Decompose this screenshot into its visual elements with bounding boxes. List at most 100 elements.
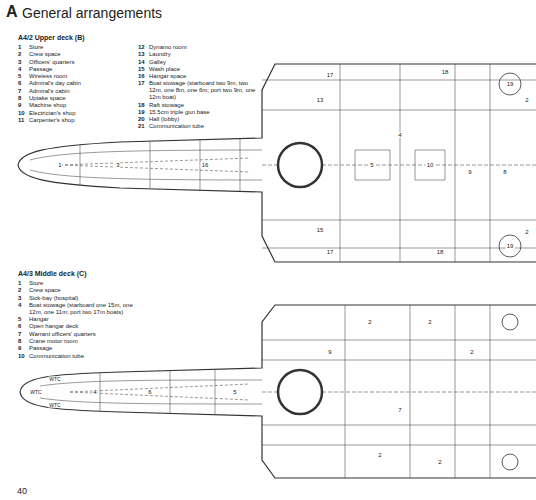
- key-number: 5: [18, 73, 21, 80]
- key-number: 8: [18, 95, 21, 102]
- callout-number: 2: [524, 97, 529, 103]
- callout-number: 5: [369, 162, 374, 168]
- callout-number: 19: [506, 243, 515, 249]
- key-number: 13: [138, 51, 145, 58]
- callout-number: 18: [436, 249, 445, 255]
- key-number: 3: [18, 295, 21, 302]
- key-text: Sick-bay (hospital): [29, 295, 144, 302]
- key-number: 12: [138, 44, 145, 51]
- callout-number: 9: [327, 349, 332, 355]
- section-letter: A: [6, 3, 18, 21]
- callout-number: 8: [502, 169, 507, 175]
- key-text: Store: [29, 44, 117, 51]
- callout-number: 2: [437, 459, 442, 465]
- key-text: Carpenter's shop: [29, 117, 117, 124]
- wtc-label: WTC: [48, 377, 61, 382]
- key-text: Raft stowage: [149, 102, 259, 109]
- key-text: Laundry: [149, 51, 259, 58]
- middle-deck-hull: [20, 305, 536, 478]
- key-text: Communication tube: [29, 353, 144, 360]
- callout-number: 16: [201, 162, 210, 168]
- upper-deck-hull: [18, 64, 536, 262]
- key-number: 6: [18, 323, 21, 330]
- key-number: 20: [138, 116, 145, 123]
- key-text: 15.5cm triple gun base: [149, 109, 259, 116]
- callout-number: 2: [524, 229, 529, 235]
- callout-number: 7: [397, 407, 402, 413]
- key-number: 18: [138, 102, 145, 109]
- key-number: 7: [18, 88, 21, 95]
- key-number: 11: [18, 117, 24, 124]
- callout-number: 2: [377, 452, 382, 458]
- key-text: Crew space: [29, 287, 144, 294]
- callout-number: 17: [326, 249, 335, 255]
- upper-deck-compartments: [30, 64, 536, 262]
- key-number: 6: [18, 80, 21, 87]
- callout-number: 2: [427, 319, 432, 325]
- key-text: Electrician's shop: [29, 110, 117, 117]
- callout-number: 6: [147, 389, 152, 395]
- key-number: 9: [18, 345, 21, 352]
- key-text: Admiral's cabin: [29, 88, 117, 95]
- key-text: Wireless room: [29, 73, 117, 80]
- key-number: 21: [138, 123, 145, 130]
- key-number: 1: [18, 44, 21, 51]
- key-text: Boat stowage (starboard two 9m, two 12m,…: [149, 80, 259, 101]
- key-text: Crane motor room: [29, 338, 144, 345]
- callout-number: 9: [467, 169, 472, 175]
- key-text: Warrant officers' quarters: [29, 331, 144, 338]
- key-number: 15: [138, 66, 145, 73]
- key-text: Crew space: [29, 51, 117, 58]
- key-number: 17: [138, 80, 145, 87]
- key-number: 16: [138, 73, 145, 80]
- callout-number: 10: [426, 162, 435, 168]
- key-text: Hangar: [29, 316, 144, 323]
- key-text: Wash place: [149, 66, 259, 73]
- gun-base: [502, 454, 518, 470]
- key-number: 10: [18, 110, 25, 117]
- turret-barbette: [278, 370, 322, 414]
- key-number: 2: [18, 287, 21, 294]
- turret-barbette: [278, 143, 322, 187]
- gun-base: [499, 73, 521, 95]
- key-text: Admiral's day cabin: [29, 80, 117, 87]
- key-text: Passage: [29, 66, 117, 73]
- key-text: Uptake space: [29, 95, 117, 102]
- key-number: 3: [18, 59, 21, 66]
- key-text: Passage: [29, 345, 144, 352]
- gun-base: [499, 235, 521, 257]
- key-text: Galley: [149, 59, 259, 66]
- callout-number: 2: [367, 319, 372, 325]
- key-number: 9: [18, 102, 21, 109]
- callout-number: 2: [469, 349, 474, 355]
- key-text: Store: [29, 280, 144, 287]
- callout-number: 19: [506, 81, 515, 87]
- deck-heading: A4/3 Middle deck (C): [18, 270, 86, 278]
- key-number: 7: [18, 331, 21, 338]
- key-number: 2: [18, 51, 21, 58]
- deck-heading: A4/2 Upper deck (B): [18, 34, 85, 42]
- key-number: 4: [18, 302, 21, 309]
- callout-number: 15: [316, 227, 325, 233]
- key-text: Officers' quarters: [29, 59, 117, 66]
- key-number: 4: [18, 66, 21, 73]
- key-text: Communication tube: [149, 123, 259, 130]
- callout-number: 4: [397, 132, 402, 138]
- callout-number: 4: [92, 389, 97, 395]
- callout-number: 3: [115, 162, 120, 168]
- key-number: 1: [18, 280, 21, 287]
- page-number: 40: [17, 486, 27, 496]
- callout-number: 1: [57, 162, 62, 168]
- page-title: General arrangements: [22, 5, 162, 21]
- wtc-label: WTC: [29, 390, 42, 395]
- callout-number: 18: [441, 69, 450, 75]
- key-text: Hall (lobby): [149, 116, 259, 123]
- key-number: 8: [18, 338, 21, 345]
- key-number: 19: [138, 109, 145, 116]
- callout-number: 17: [326, 72, 335, 78]
- key-text: Hangar space: [149, 73, 259, 80]
- key-text: Boat stowage (starboard one 15m, one 12m…: [29, 302, 144, 316]
- key-text: Machine shop: [29, 102, 117, 109]
